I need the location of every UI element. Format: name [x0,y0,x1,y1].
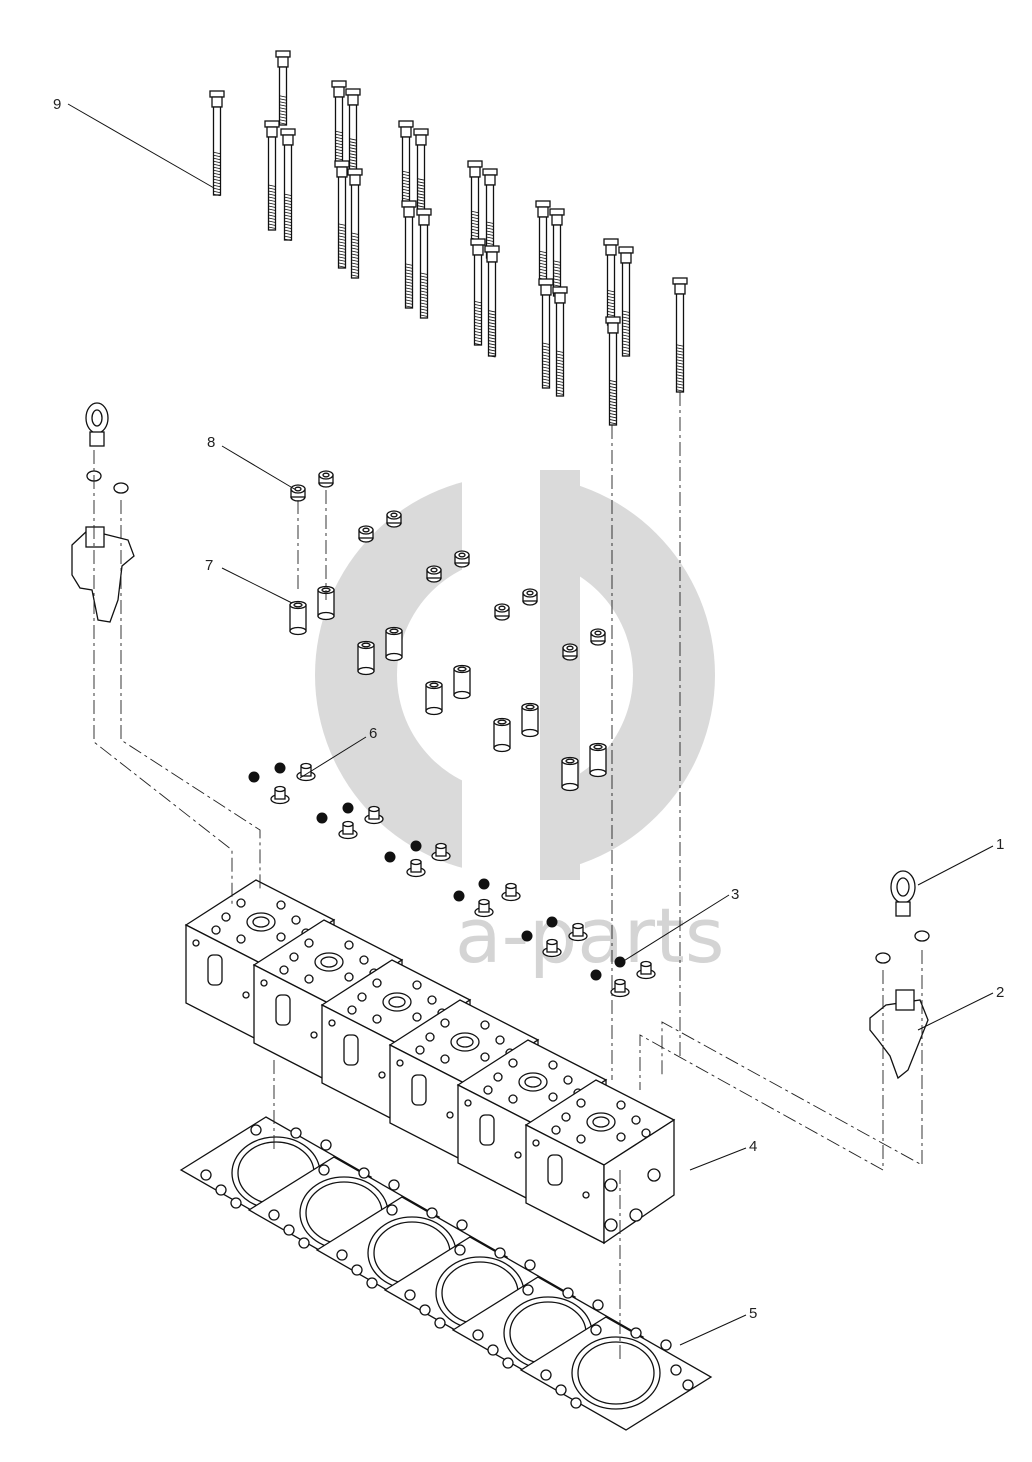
head-bolt [347,168,363,279]
spacer-sleeve [385,626,403,662]
spacer-sleeve [453,664,471,700]
head-gasket [519,1316,713,1431]
callout-3: 3 [731,886,739,903]
cylinder-head-group [184,879,676,1245]
watermark-logo [315,470,715,880]
spacer-group [289,585,607,792]
head-bolt [416,208,432,319]
valve-cap [614,956,626,968]
valve-stem-seal [568,922,588,942]
nut [290,484,306,502]
spacer-sleeve [561,756,579,792]
head-bolt [535,200,551,287]
head-bolt [484,245,500,358]
head-gasket-group [179,1116,713,1431]
head-bolt [331,80,347,167]
head-bolt [275,50,291,126]
spacer-sleeve [357,640,375,676]
head-bolt [467,160,483,247]
callout-4: 4 [749,1138,757,1155]
bracket-right [869,930,930,1080]
nut [454,550,470,568]
cylinder-head [524,1079,676,1245]
nut [318,470,334,488]
callout-8: 8 [207,434,215,451]
callouts: 9 8 7 6 1 2 3 4 5 [53,96,1004,1346]
lifting-eye-right [890,870,916,917]
valve-cap [521,930,533,942]
valve-stem-seal [270,785,290,805]
head-bolt [672,277,688,393]
lifting-eye-left [85,402,109,447]
valve-cap [316,812,328,824]
nut [590,628,606,646]
spacer-sleeve [425,680,443,716]
head-bolt [401,200,417,309]
bracket-left [71,470,135,623]
head-bolt [398,120,414,207]
spacer-sleeve [493,717,511,753]
valve-cap-group [248,762,656,998]
callout-2: 2 [996,984,1004,1001]
valve-cap [410,840,422,852]
head-bolt [538,278,554,389]
valve-stem-seal [610,978,630,998]
valve-cap [248,771,260,783]
nut [358,525,374,543]
head-bolt [209,90,225,197]
callout-6: 6 [369,725,377,742]
valve-stem-seal [296,762,316,782]
head-bolt-group [209,50,688,426]
valve-stem-seal [364,805,384,825]
valve-cap [478,878,490,890]
valve-cap [546,916,558,928]
nut-group [290,470,606,661]
valve-stem-seal [338,820,358,840]
head-end-ports [604,1168,661,1232]
spacer-sleeve [289,600,307,636]
valve-stem-seal [542,938,562,958]
head-bolt [345,88,361,174]
valve-stem-seal [474,898,494,918]
spacer-sleeve [589,742,607,778]
valve-cap [384,851,396,863]
valve-cap [453,890,465,902]
nut [426,565,442,583]
spacer-sleeve [521,702,539,738]
callout-7: 7 [205,557,213,574]
valve-stem-seal [406,858,426,878]
assembly-lines [93,392,923,1360]
head-bolt [470,238,486,346]
valve-stem-seal [636,960,656,980]
head-bolt [280,128,296,241]
valve-cap [274,762,286,774]
nut [494,603,510,621]
head-bolt [334,160,350,269]
head-bolt [618,246,634,357]
valve-stem-seal [501,882,521,902]
nut [386,510,402,528]
callout-9: 9 [53,96,61,113]
nut [522,588,538,606]
head-bolt [605,316,621,426]
valve-cap [590,969,602,981]
callout-1: 1 [996,836,1004,853]
watermark-text: a-parts [455,891,724,980]
head-bolt [603,238,619,326]
head-bolt [552,286,568,397]
nut [562,643,578,661]
valve-stem-seal [431,842,451,862]
callout-5: 5 [749,1305,757,1322]
head-bolt [264,120,280,231]
valve-cap [342,802,354,814]
